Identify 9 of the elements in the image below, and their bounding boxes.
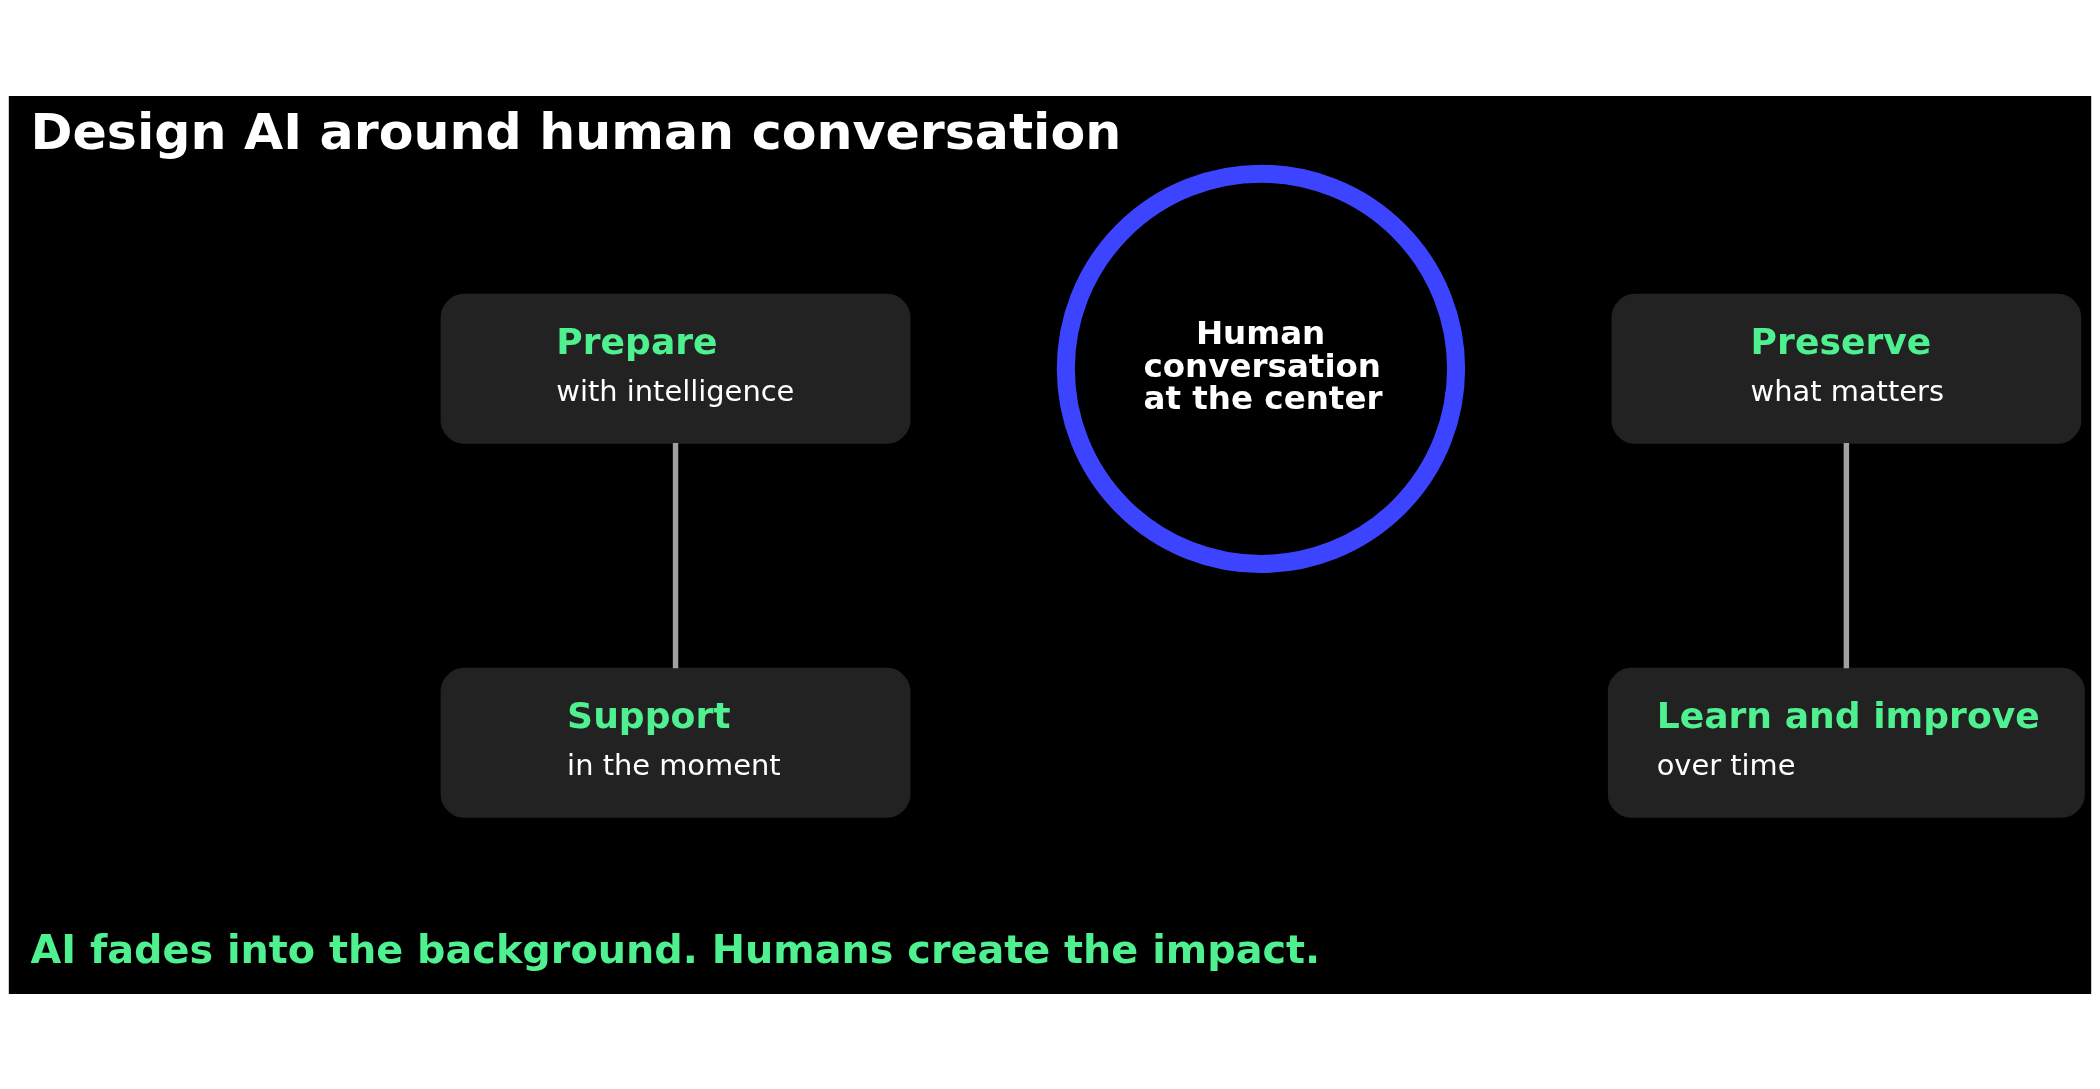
node-box: Learn and improve over time (1607, 667, 2085, 818)
node-box: Prepare with intelligence (440, 293, 911, 444)
node-box: Preserve what matters (1611, 293, 2082, 444)
caption: AI fades into the background. Humans create the impact. (30, 925, 1321, 972)
node-circle: Human conversation at the center (1056, 164, 1466, 573)
connector (1843, 442, 1850, 668)
node-box: Support in the moment (440, 667, 911, 818)
connector (672, 442, 679, 668)
diagram-title: Design AI around human conversation (30, 101, 1122, 161)
